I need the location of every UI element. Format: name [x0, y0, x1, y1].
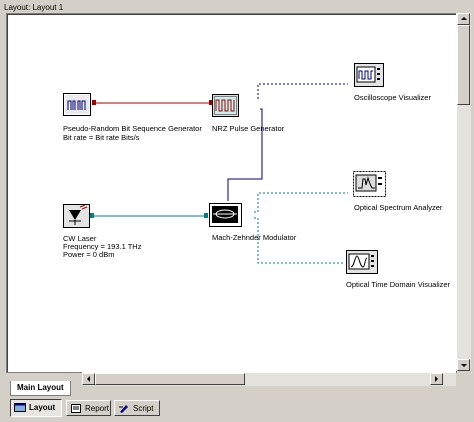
cw-power: Power = 0 dBm	[63, 250, 115, 259]
layout-window: Layout: Layout 1 Pseudo-Random Bit Seque…	[1, 1, 472, 397]
optical-spectrum-analyzer[interactable]	[353, 171, 386, 197]
link-nrz-mzm	[227, 108, 263, 201]
layout-icon	[14, 403, 26, 412]
nrz-pulse-generator[interactable]	[212, 94, 239, 118]
port-mzm-in	[204, 213, 208, 218]
spectrum-analyzer-icon	[353, 171, 386, 197]
tab-report[interactable]: Report	[66, 400, 111, 416]
cw-name: CW Laser	[63, 234, 97, 243]
scroll-up-button[interactable]	[457, 13, 470, 25]
port-cw-out	[90, 213, 94, 218]
tab-main-layout[interactable]: Main Layout	[10, 381, 71, 396]
port-prbs-out	[92, 100, 96, 105]
cw-laser[interactable]	[63, 204, 90, 228]
tab-layout-label: Layout	[29, 403, 56, 412]
laser-icon	[63, 204, 90, 228]
nrz-name: NRZ Pulse Generator	[212, 124, 285, 133]
report-icon	[71, 404, 81, 413]
time-domain-icon	[346, 250, 378, 274]
arrow-down-icon	[461, 364, 467, 367]
nrz-icon	[212, 94, 239, 117]
tab-script-label: Script	[133, 404, 154, 413]
arrow-up-icon	[461, 17, 467, 20]
oscilloscope-visualizer[interactable]	[354, 63, 384, 87]
connection-links	[90, 83, 348, 264]
prbs-name: Pseudo-Random Bit Sequence Generator	[63, 124, 202, 133]
tab-script[interactable]: Script	[114, 400, 160, 416]
tab-layout[interactable]: Layout	[10, 399, 62, 417]
prbs-generator[interactable]	[63, 93, 92, 117]
otdv-name: Optical Time Domain Visualizer	[346, 280, 451, 289]
mzm-icon	[209, 203, 242, 227]
horizontal-scroll-thumb[interactable]	[95, 373, 245, 385]
prbs-bitrate: Bit rate = Bit rate Bits/s	[63, 133, 140, 142]
prbs-icon	[63, 93, 91, 116]
tab-report-label: Report	[85, 404, 110, 413]
oscilloscope-name: Oscilloscope Visualizer	[354, 93, 431, 102]
scroll-left-button[interactable]	[82, 373, 95, 385]
arrow-right-icon	[435, 376, 438, 382]
oscilloscope-icon	[354, 63, 384, 87]
mach-zehnder-modulator[interactable]	[209, 203, 242, 227]
bottom-tab-bar: Layout Report Script	[0, 398, 474, 422]
cw-frequency: Frequency = 193.1 THz	[63, 242, 142, 251]
window-title: Layout: Layout 1	[4, 3, 64, 12]
link-mzm-otdv	[254, 217, 344, 264]
optical-time-domain-visualizer[interactable]	[346, 250, 378, 274]
mzm-name: Mach-Zehnder Modulator	[212, 233, 297, 242]
link-mzm-osa	[254, 192, 348, 213]
script-icon	[119, 405, 128, 413]
horizontal-scrollbar[interactable]	[82, 372, 456, 386]
port-nrz-in	[209, 100, 213, 105]
osa-name: Optical Spectrum Analyzer	[354, 203, 443, 212]
scroll-right-button[interactable]	[430, 373, 443, 385]
arrow-left-icon	[87, 376, 90, 382]
vertical-scrollbar[interactable]	[456, 13, 471, 371]
scroll-down-button[interactable]	[457, 359, 470, 371]
link-nrz-oscilloscope	[257, 83, 348, 99]
vertical-scroll-thumb[interactable]	[457, 25, 470, 105]
